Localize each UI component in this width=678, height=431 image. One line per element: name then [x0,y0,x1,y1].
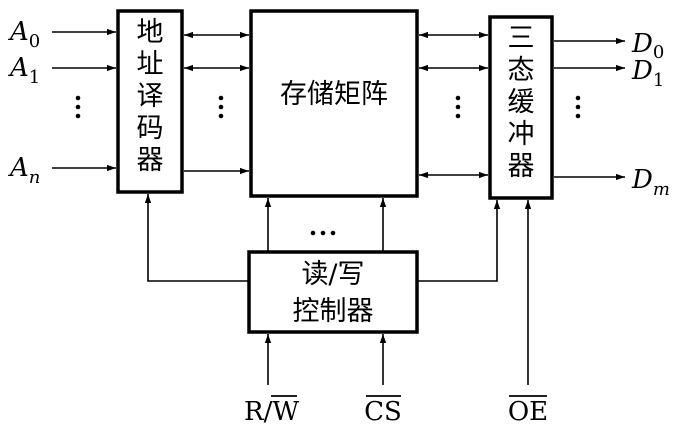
svg-text:冲: 冲 [508,119,535,150]
tristate-buffer-label: 三 态 缓 冲 器 [508,23,535,182]
address-label-an: An [8,153,40,188]
storage-matrix-label: 存储矩阵 [280,79,388,110]
svg-text:A1: A1 [8,53,40,88]
decoder-matrix-ellipsis [218,95,224,119]
ctrl-matrix-ellipsis [310,230,336,236]
svg-text:器: 器 [137,145,164,176]
address-decoder-label: 地 址 译 码 器 [137,17,164,176]
svg-text:OE: OE [508,397,548,427]
svg-text:An: An [8,153,40,188]
storage-matrix-block [249,9,419,198]
svg-text:器: 器 [508,151,535,182]
svg-text:码: 码 [137,113,164,144]
svg-text:CS: CS [364,397,402,427]
svg-text:Dm: Dm [631,165,670,200]
signal-label-cs: CS [364,395,402,427]
address-label-a0: A0 [8,17,40,52]
address-ellipsis [75,95,81,119]
svg-text:址: 址 [137,49,164,80]
matrix-buffer-ellipsis [455,95,461,119]
rw-controller-block [247,250,419,334]
ctrl-decoder-arrow [144,194,249,282]
svg-text:D0: D0 [631,29,664,63]
output-label-d1: D1 [631,56,664,91]
ctrl-buffer-arrow [417,200,501,282]
signal-label-oe: OE [508,395,548,427]
svg-text:D1: D1 [631,56,664,91]
svg-text:三: 三 [508,23,535,54]
address-decoder-block [116,9,184,194]
svg-text:控制器: 控制器 [293,296,374,327]
svg-text:译: 译 [137,81,164,112]
svg-text:地: 地 [137,17,164,48]
output-label-dm: Dm [631,165,670,200]
svg-text:缓: 缓 [508,87,535,118]
rw-controller-label: 读/写 控制器 [293,259,374,327]
svg-text:A0: A0 [8,17,40,52]
svg-text:读/写: 读/写 [301,259,364,290]
address-label-a1: A1 [8,53,40,88]
svg-text:态: 态 [508,55,535,86]
output-label-d0: D0 [631,29,664,63]
tristate-buffer-block [488,15,554,200]
svg-text:R/W: R/W [244,397,299,427]
signal-label-rw: R/W [244,395,299,427]
output-ellipsis [575,95,581,119]
